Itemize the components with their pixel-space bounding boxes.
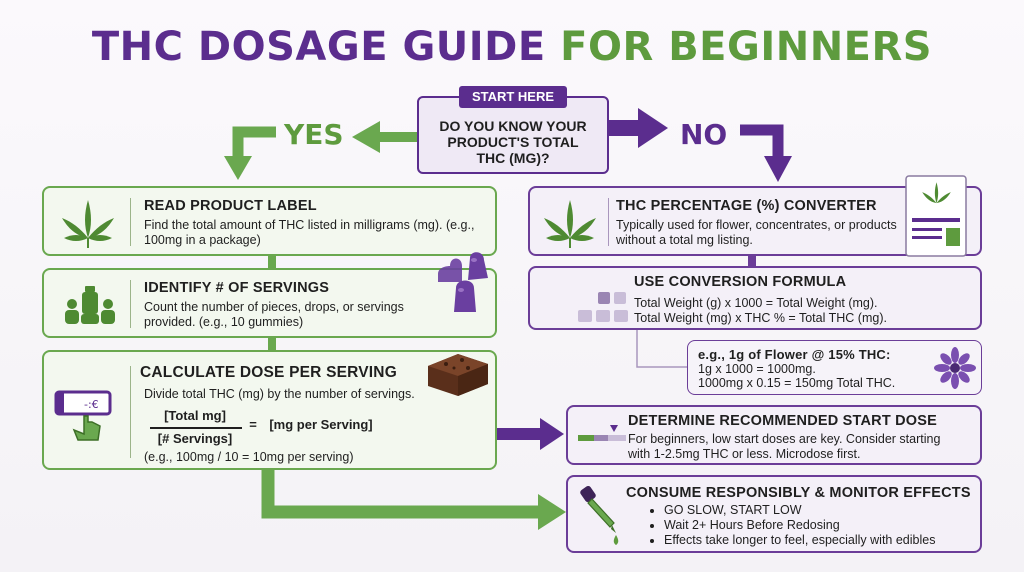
servings-text: Count the number of pieces, drops, or se… — [144, 300, 404, 329]
flower-icon — [934, 347, 976, 389]
consume-bullet: Wait 2+ Hours Before Redosing — [664, 518, 984, 533]
calculate-text: Divide total THC (mg) by the number of s… — [144, 387, 415, 401]
yes-label: YES — [284, 118, 344, 151]
fraction-numerator: [Total mg] — [164, 408, 226, 423]
servings-title: IDENTIFY # OF SERVINGS — [144, 280, 330, 296]
gummies-icon — [438, 252, 488, 312]
calculate-card: -:€ CALCULATE DOSE PER SERVING Divide to… — [42, 350, 497, 470]
start-dose-title: DETERMINE RECOMMENDED START DOSE — [628, 413, 938, 429]
read-label-card: READ PRODUCT LABEL Find the total amount… — [42, 186, 497, 256]
consume-bullet: GO SLOW, START LOW — [664, 503, 984, 518]
connector-1 — [268, 254, 276, 268]
no-arrow-path — [740, 124, 784, 160]
dose-slider-icon — [578, 425, 626, 441]
example-title: e.g., 1g of Flower @ 15% THC: — [698, 347, 891, 362]
title-part-1: THC DOSAGE GUIDE — [91, 24, 546, 70]
read-label-title: READ PRODUCT LABEL — [144, 198, 317, 214]
no-arrow-head — [764, 156, 792, 182]
calc-to-consume-path — [261, 469, 540, 519]
formula-card: USE CONVERSION FORMULA Total Weight (g) … — [528, 266, 982, 330]
connector-2 — [268, 337, 276, 351]
no-label: NO — [680, 118, 728, 151]
consume-bullet: Effects take longer to feel, especially … — [664, 533, 984, 548]
yes-arrow — [352, 121, 417, 153]
calculator-icon — [578, 292, 628, 322]
start-dose-card: DETERMINE RECOMMENDED START DOSE For beg… — [566, 405, 982, 465]
converter-title: THC PERCENTAGE (%) CONVERTER — [616, 198, 877, 214]
cannabis-leaf-icon-right — [544, 200, 596, 248]
calculator-hand-icon: -:€ — [54, 390, 112, 441]
formula-title: USE CONVERSION FORMULA — [634, 274, 847, 290]
cannabis-leaf-icon — [62, 200, 114, 248]
consume-bullets: GO SLOW, START LOW Wait 2+ Hours Before … — [648, 503, 984, 548]
converter-text: Typically used for flower, concentrates,… — [616, 218, 897, 247]
formula-line-2: Total Weight (mg) x THC % = Total THC (m… — [634, 311, 887, 325]
read-label-text: Find the total amount of THC listed in m… — [144, 218, 475, 247]
consume-card: CONSUME RESPONSIBLY & MONITOR EFFECTS GO… — [566, 475, 982, 553]
calculate-example: (e.g., 100mg / 10 = 10mg per serving) — [144, 450, 354, 464]
example-connector — [636, 330, 687, 368]
example-line-2: 1000mg x 0.15 = 150mg Total THC. — [698, 376, 896, 390]
bottle-users-icon — [65, 286, 115, 324]
calc-to-dose-arrow — [497, 418, 564, 450]
calc-to-consume-head — [538, 494, 566, 530]
no-arrow — [609, 108, 668, 148]
title-part-2: FOR BEGINNERS — [560, 24, 933, 70]
servings-card: IDENTIFY # OF SERVINGS Count the number … — [42, 252, 497, 338]
yes-arrow-path — [232, 126, 276, 160]
page-title: THC DOSAGE GUIDE FOR BEGINNERS — [0, 24, 1024, 70]
start-here-badge: START HERE — [459, 86, 567, 108]
start-dose-text: For beginners, low start doses are key. … — [628, 432, 941, 461]
fraction-bar — [150, 427, 242, 429]
yes-arrow-head — [224, 156, 252, 180]
formula-line-1: Total Weight (g) x 1000 = Total Weight (… — [634, 296, 878, 310]
consume-title: CONSUME RESPONSIBLY & MONITOR EFFECTS — [626, 485, 971, 501]
fraction-result: [mg per Serving] — [269, 417, 373, 432]
product-sheet-icon — [905, 175, 967, 257]
svg-text:-:€: -:€ — [84, 398, 99, 411]
start-question: DO YOU KNOW YOUR PRODUCT'S TOTAL THC (MG… — [439, 118, 587, 166]
example-line-1: 1g x 1000 = 1000mg. — [698, 362, 816, 376]
brownie-icon — [428, 354, 488, 396]
calculate-title: CALCULATE DOSE PER SERVING — [140, 364, 397, 381]
dropper-icon — [580, 486, 619, 545]
fraction-denominator: [# Servings] — [157, 431, 233, 446]
example-card: e.g., 1g of Flower @ 15% THC: 1g x 1000 … — [687, 340, 982, 395]
fraction-equals: = — [249, 417, 257, 432]
